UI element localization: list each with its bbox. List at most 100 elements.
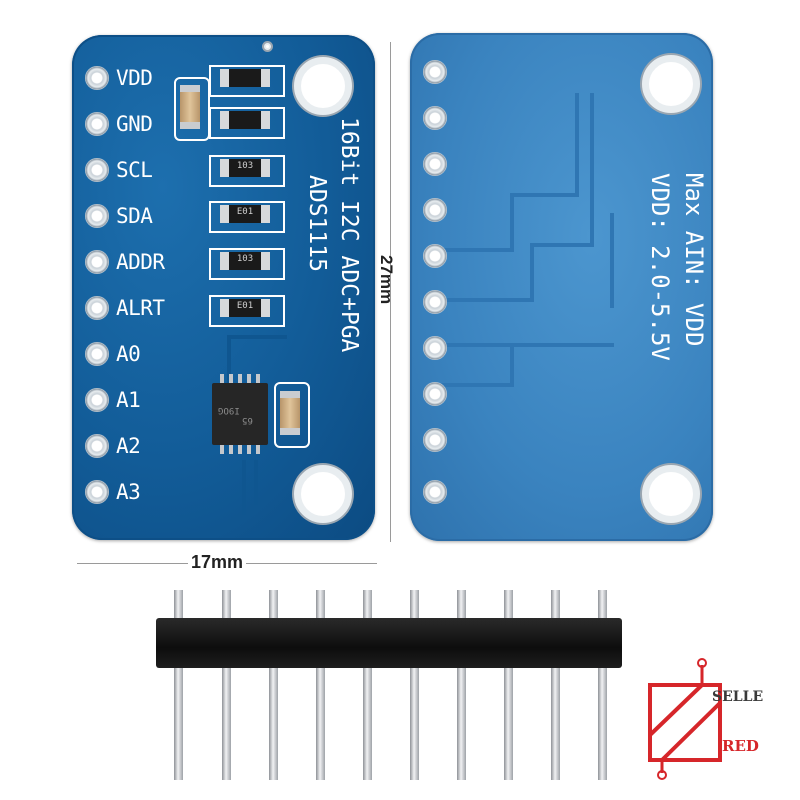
pcb-trace <box>227 335 287 339</box>
chip-marking-1: I9OG <box>218 405 240 415</box>
pin-label-a3: A3 <box>116 480 141 504</box>
back-pin-pad <box>423 60 447 84</box>
pin-label-scl: SCL <box>116 158 153 182</box>
header-pin <box>504 590 513 780</box>
header-pin <box>316 590 325 780</box>
pin-label-gnd: GND <box>116 112 153 136</box>
silkscreen-chip-name: ADS1115 <box>304 175 330 272</box>
small-via <box>264 43 271 50</box>
pcb-trace <box>242 460 246 515</box>
pin-pad-a1 <box>85 388 109 412</box>
pin-header <box>150 580 630 790</box>
chip-marking-2: 65 <box>242 415 253 425</box>
pcb-trace <box>575 93 579 193</box>
ads1115-chip: I9OG 65 <box>212 383 268 445</box>
back-pin-pad <box>423 106 447 130</box>
height-dimension-label: 27mm <box>377 255 396 305</box>
pin-label-a2: A2 <box>116 434 141 458</box>
resistor-3: 103 <box>220 159 270 177</box>
pcb-trace <box>430 248 514 252</box>
pcb-trace <box>510 193 514 248</box>
pin-pad-gnd <box>85 112 109 136</box>
pin-pad-addr <box>85 250 109 274</box>
back-pin-pad <box>423 382 447 406</box>
back-pin-pad <box>423 152 447 176</box>
resistor-outline-1 <box>209 65 285 97</box>
width-dimension-label: 17mm <box>188 552 247 573</box>
chip-leg <box>238 374 242 383</box>
back-pin-pad <box>423 198 447 222</box>
pcb-trace <box>610 213 614 308</box>
resistor-4: E01 <box>220 205 270 223</box>
back-pin-pad <box>423 428 447 452</box>
chip-leg <box>229 374 233 383</box>
pin-pad-a2 <box>85 434 109 458</box>
capacitor-2 <box>280 391 300 435</box>
pcb-trace <box>430 343 614 347</box>
header-pin <box>410 590 419 780</box>
pin-pad-alrt <box>85 296 109 320</box>
pin-label-alrt: ALRT <box>116 296 165 320</box>
chip-leg <box>256 374 260 383</box>
back-pin-pad <box>423 480 447 504</box>
resistor-6: E01 <box>220 299 270 317</box>
pcb-trace <box>254 460 258 505</box>
mounting-hole-bottom-back <box>642 465 700 523</box>
back-pin-pad <box>423 336 447 360</box>
pcb-trace <box>510 343 514 383</box>
resistor-5: 103 <box>220 252 270 270</box>
mounting-hole-top <box>294 57 352 115</box>
logo-text-top: SELLE <box>712 689 764 705</box>
pin-label-vdd: VDD <box>116 66 153 90</box>
mounting-hole-bottom <box>294 465 352 523</box>
back-silkscreen-line2: VDD: 2.0-5.5V <box>646 173 674 361</box>
chip-leg <box>238 445 242 454</box>
pcb-trace <box>510 193 579 197</box>
pin-pad-vdd <box>85 66 109 90</box>
pcb-trace <box>430 298 534 302</box>
resistor-2 <box>220 111 270 129</box>
pin-pad-a0 <box>85 342 109 366</box>
header-pin <box>174 590 183 780</box>
back-pin-pad <box>423 290 447 314</box>
silkscreen-title: 16Bit I2C ADC+PGA <box>336 117 362 353</box>
header-pin <box>598 590 607 780</box>
capacitor-outline-2 <box>274 382 310 448</box>
chip-leg <box>247 374 251 383</box>
height-dimension-line <box>390 42 391 542</box>
header-pin <box>222 590 231 780</box>
pcb-trace <box>430 383 514 387</box>
chip-leg <box>229 445 233 454</box>
logo-icon <box>648 658 722 780</box>
chip-leg <box>247 445 251 454</box>
front-pcb: 103 E01 103 E01 I9OG 65 16Bit I2C ADC+PG… <box>72 35 375 540</box>
header-pin <box>269 590 278 780</box>
pin-pad-sda <box>85 204 109 228</box>
pin-pad-scl <box>85 158 109 182</box>
resistor-outline-4 <box>209 201 285 233</box>
capacitor-outline-1 <box>174 77 210 141</box>
header-plastic-body <box>156 618 622 668</box>
resistor-outline-3 <box>209 155 285 187</box>
header-pin <box>457 590 466 780</box>
capacitor-1 <box>180 85 200 129</box>
resistor-outline-6 <box>209 295 285 327</box>
chip-leg <box>220 374 224 383</box>
header-pin <box>551 590 560 780</box>
chip-leg <box>256 445 260 454</box>
back-pcb: Max AIN: VDD VDD: 2.0-5.5V <box>410 33 713 541</box>
header-pin <box>363 590 372 780</box>
store-logo: SELLE RED <box>640 655 770 780</box>
back-pin-pad <box>423 244 447 268</box>
pin-pad-a3 <box>85 480 109 504</box>
resistor-outline-2 <box>209 107 285 139</box>
back-silkscreen-line1: Max AIN: VDD <box>680 173 708 347</box>
mounting-hole-top-back <box>642 55 700 113</box>
pin-label-sda: SDA <box>116 204 153 228</box>
resistor-1 <box>220 69 270 87</box>
pcb-trace <box>530 243 594 247</box>
chip-leg <box>220 445 224 454</box>
pin-label-a0: A0 <box>116 342 141 366</box>
logo-text-bottom: RED <box>722 737 759 755</box>
pin-label-addr: ADDR <box>116 250 165 274</box>
